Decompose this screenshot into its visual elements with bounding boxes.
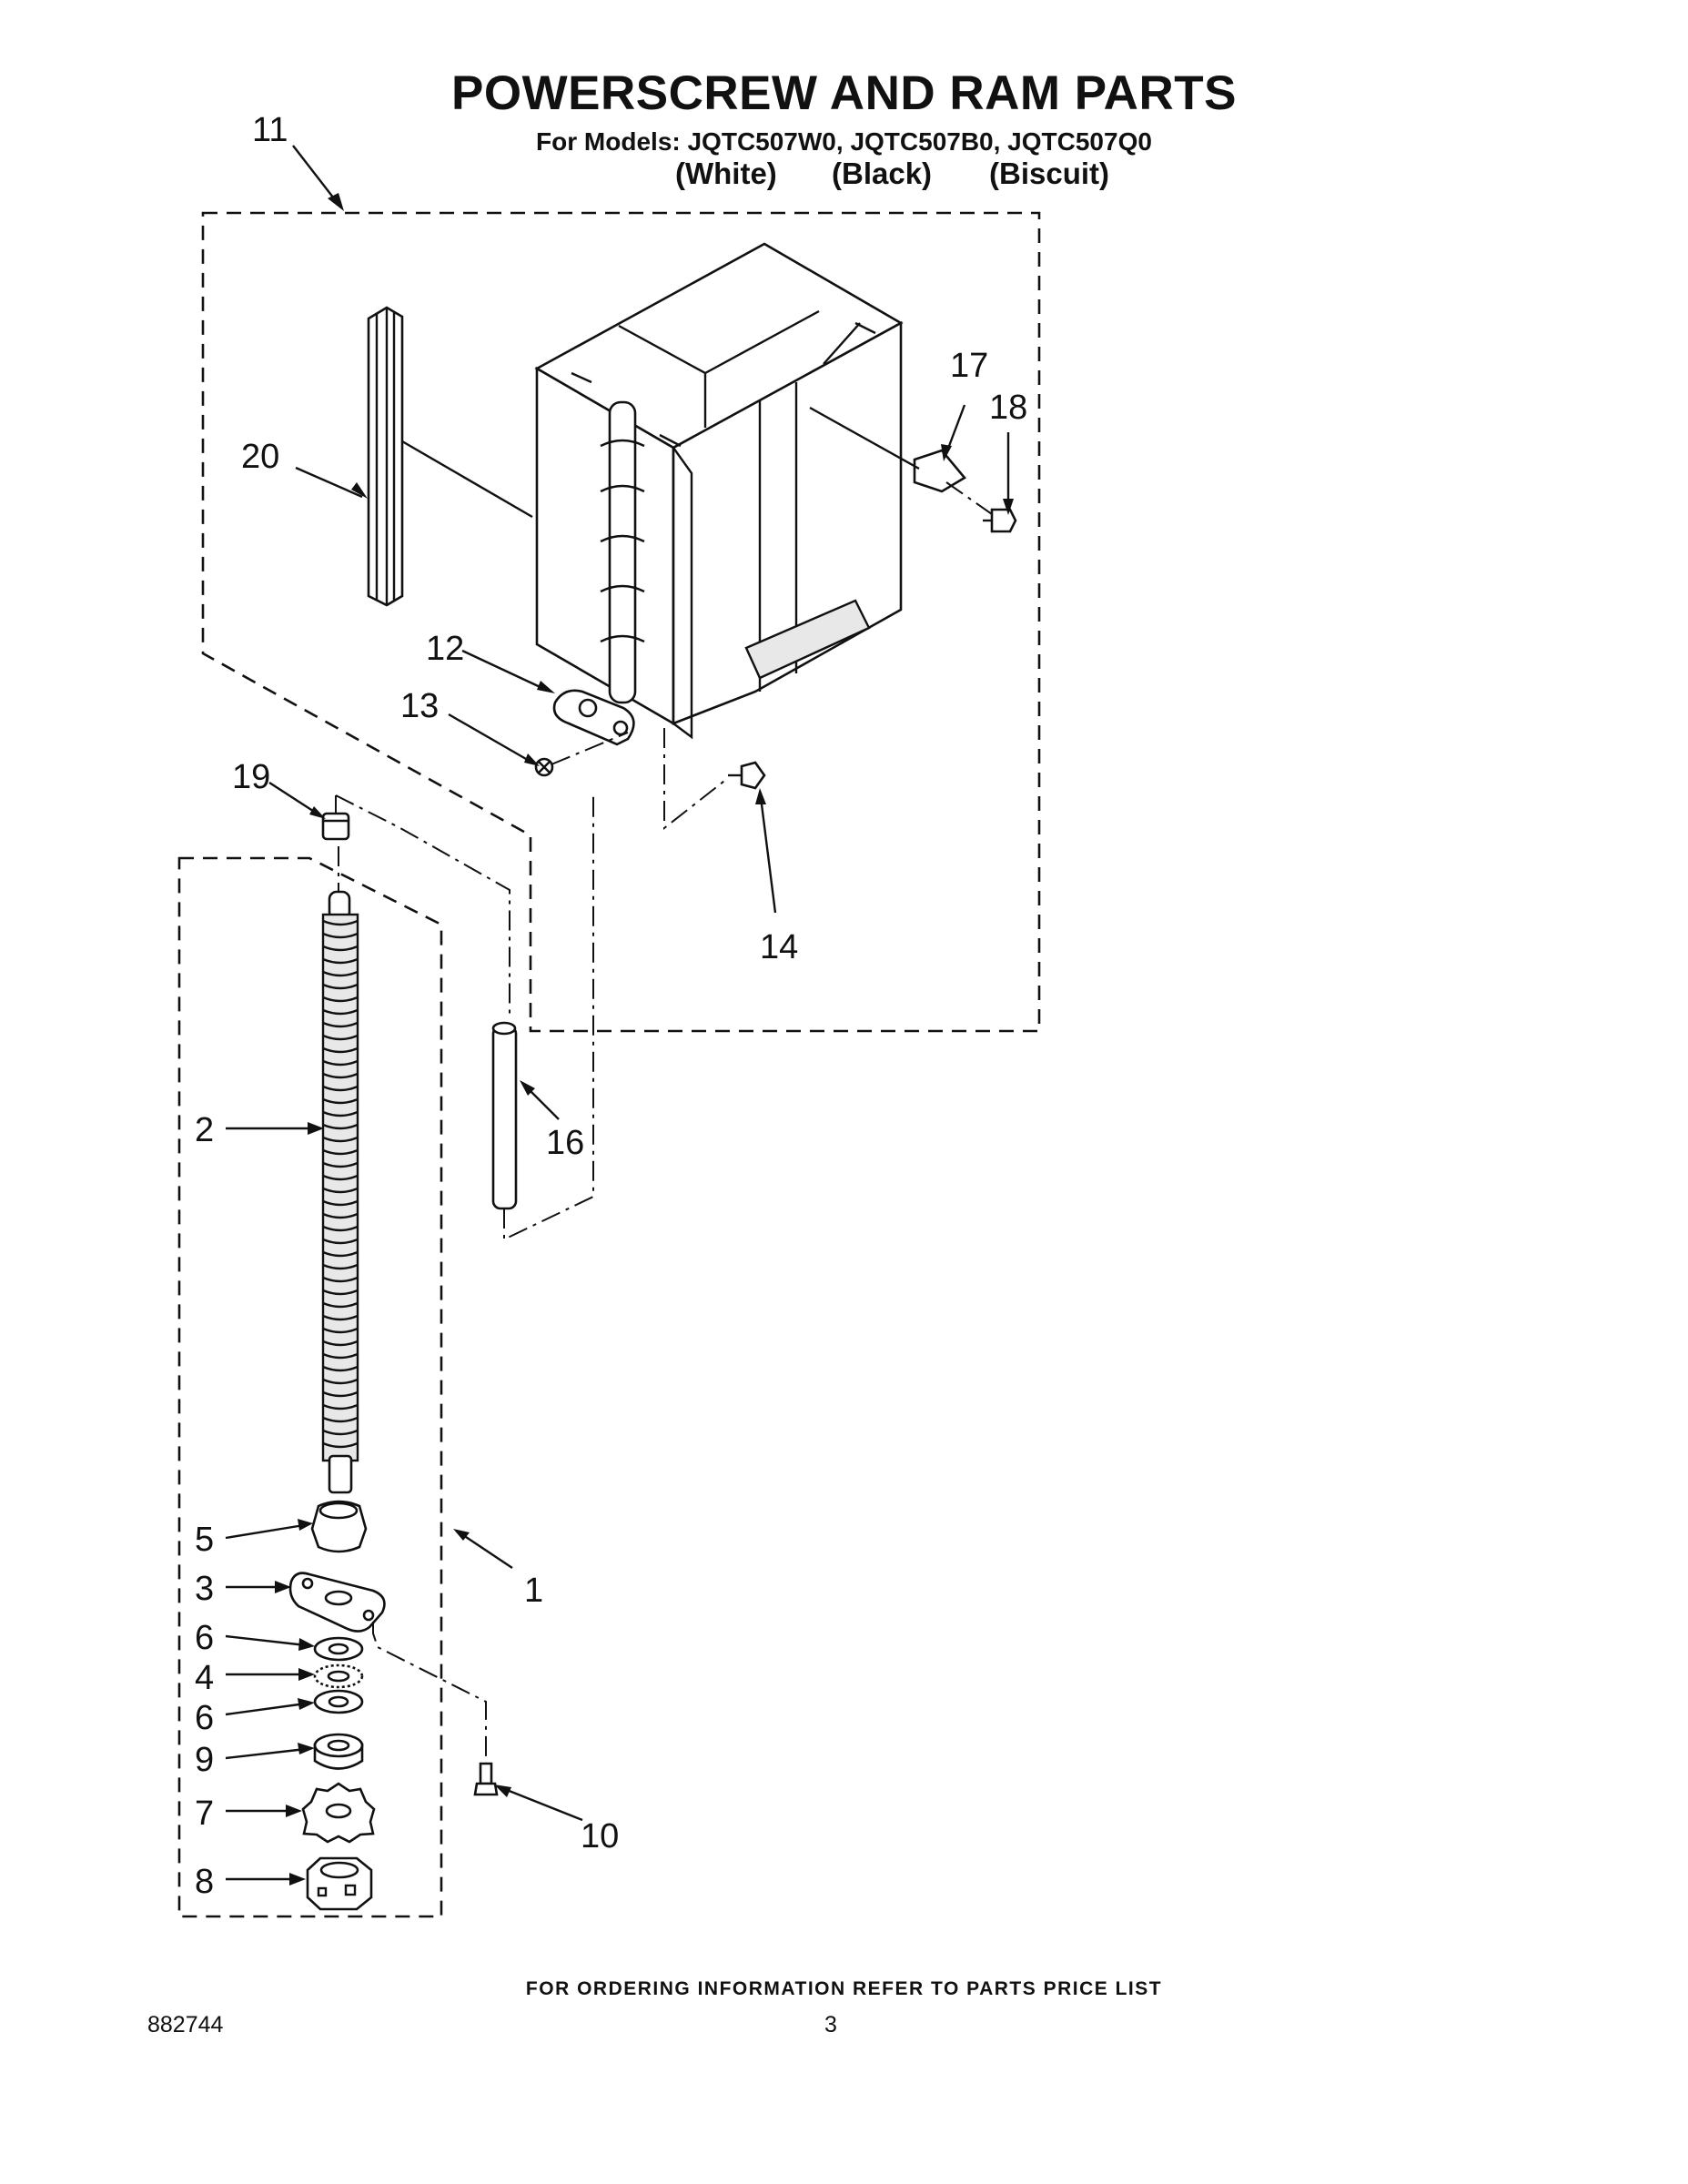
cap-part-19 (321, 812, 350, 841)
callout-16: 16 (546, 1124, 584, 1162)
bearing-part-5 (310, 1500, 368, 1553)
washer-part-13 (534, 757, 554, 777)
callout-2: 2 (195, 1111, 214, 1149)
assembly-11-outline (201, 211, 1041, 1033)
callout-13: 13 (400, 687, 439, 725)
callout-12: 12 (426, 630, 464, 668)
rod-part-16 (491, 1021, 518, 1210)
callout-4: 4 (195, 1659, 214, 1697)
color-white: (White) (675, 157, 777, 190)
callout-14: 14 (760, 928, 798, 966)
leader-20-to-ram (401, 440, 533, 519)
callout-6b: 6 (195, 1699, 214, 1737)
leader-17-line (809, 406, 920, 470)
thrust-bearing-part-4 (313, 1663, 364, 1689)
nut-part-8 (306, 1856, 373, 1911)
callout-11: 11 (252, 111, 288, 149)
washer-part-6b (313, 1689, 364, 1714)
screw-part-10 (473, 1762, 499, 1796)
sprocket-part-7 (301, 1782, 376, 1844)
rod-alignment-line (503, 792, 594, 1241)
screw-10-alignment (372, 1622, 487, 1764)
callout-6a: 6 (195, 1619, 214, 1657)
callout-9: 9 (195, 1741, 214, 1779)
pin-axis-13 (551, 732, 629, 765)
callout-17: 17 (950, 347, 988, 385)
spacer-part-9 (313, 1733, 364, 1770)
callout-5: 5 (195, 1521, 214, 1559)
callout-7: 7 (195, 1795, 214, 1833)
bracket-part-17 (913, 449, 966, 493)
screw-part-18 (983, 508, 1017, 533)
washer-part-6a (313, 1636, 364, 1662)
ram-nut-column (600, 400, 645, 704)
document-number: 882744 (147, 2012, 224, 2037)
assembly-1-outline (177, 856, 443, 1918)
powerscrew-part-2 (321, 890, 359, 1494)
callout-18: 18 (989, 389, 1027, 427)
leader-arrows (225, 145, 1014, 1886)
pin-axis-14 (663, 728, 729, 831)
color-black: (Black) (832, 157, 933, 190)
callout-20: 20 (241, 438, 279, 476)
page-title: POWERSCREW AND RAM PARTS (451, 66, 1237, 120)
page-number: 3 (824, 2012, 837, 2037)
side-rail-part-20 (367, 306, 404, 607)
color-biscuit: (Biscuit) (989, 157, 1109, 190)
callout-10: 10 (581, 1817, 619, 1855)
link-part-12 (552, 689, 635, 746)
callout-3: 3 (195, 1570, 214, 1608)
ordering-note: FOR ORDERING INFORMATION REFER TO PARTS … (525, 1978, 1163, 1999)
ram-box (534, 242, 904, 740)
models-line: For Models: JQTC507W0, JQTC507B0, JQTC50… (536, 127, 1152, 156)
pin-part-14 (728, 761, 766, 790)
callout-1: 1 (524, 1572, 543, 1610)
callout-8: 8 (195, 1863, 214, 1901)
plate-part-3 (288, 1572, 386, 1633)
callout-19: 19 (232, 758, 270, 796)
leader-18-to-bracket (945, 481, 993, 515)
cap-alignment-line (335, 794, 510, 1015)
